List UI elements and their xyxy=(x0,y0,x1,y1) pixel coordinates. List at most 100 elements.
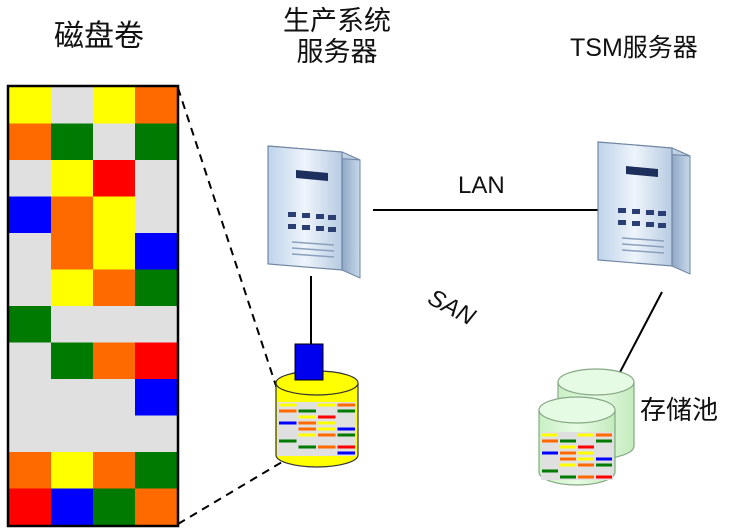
stripe-segment xyxy=(318,403,336,407)
stripe-segment xyxy=(298,409,316,413)
stripe-segment xyxy=(578,463,594,467)
volume-cell xyxy=(51,233,94,270)
stripe-segment xyxy=(298,433,316,437)
volume-cell xyxy=(93,160,136,197)
stripe-segment xyxy=(560,457,576,461)
volume-cell xyxy=(93,342,136,380)
volume-cell xyxy=(9,415,52,453)
stripe-segment xyxy=(578,451,594,455)
stripe-segment xyxy=(596,463,612,467)
storage-pool-icon xyxy=(538,368,635,486)
stripe-segment xyxy=(578,475,594,479)
production-disk-stripes xyxy=(278,402,356,456)
volume-cell xyxy=(135,233,178,270)
volume-cell xyxy=(135,488,178,526)
volume-cell xyxy=(135,306,178,343)
zoom-line-bottom xyxy=(177,461,283,525)
stripe-segment xyxy=(542,451,558,455)
volume-cell xyxy=(51,342,94,380)
volume-cell xyxy=(9,379,52,416)
volume-cell xyxy=(9,452,52,489)
volume-cell xyxy=(9,160,52,197)
production-server-label-line2: 服务器 xyxy=(296,37,378,69)
stripe-segment xyxy=(337,445,355,449)
san-link-tsm xyxy=(617,291,663,377)
production-server-icon xyxy=(267,145,361,279)
volume-cell xyxy=(93,488,136,526)
stripe-segment xyxy=(578,457,594,461)
stripe-segment xyxy=(542,469,558,473)
stripe-segment xyxy=(279,421,297,425)
lun-block xyxy=(294,343,324,381)
volume-cell xyxy=(93,87,136,124)
stripe-segment xyxy=(560,439,576,443)
disk-volume-label: 磁盘卷 xyxy=(54,19,144,54)
stripe-segment xyxy=(337,409,355,413)
volume-cell xyxy=(93,269,136,307)
disk-volume-grid xyxy=(9,87,178,526)
volume-cell xyxy=(9,342,52,380)
stripe-segment xyxy=(596,439,612,443)
volume-cell xyxy=(51,379,94,416)
stripe-segment xyxy=(318,433,336,437)
volume-cell xyxy=(135,160,178,197)
stripe-segment xyxy=(596,433,612,437)
stripe-segment xyxy=(279,439,297,443)
stripe-segment xyxy=(318,415,336,419)
stripe-segment xyxy=(596,475,612,479)
volume-cell xyxy=(93,415,136,453)
volume-cell xyxy=(9,306,52,343)
volume-cell xyxy=(135,196,178,234)
stripe-segment xyxy=(560,451,576,455)
volume-cell xyxy=(51,123,94,161)
tsm-server-label: TSM服务器 xyxy=(570,34,698,62)
volume-cell xyxy=(135,452,178,489)
volume-cell xyxy=(51,452,94,489)
storage-pool-stripes xyxy=(541,432,613,480)
production-server-label: 生产系统 服务器 xyxy=(262,6,412,68)
volume-cell xyxy=(93,233,136,270)
stripe-segment xyxy=(542,439,558,443)
stripe-segment xyxy=(560,445,576,449)
stripe-segment xyxy=(337,433,355,437)
volume-cell xyxy=(9,87,52,124)
volume-cell xyxy=(51,160,94,197)
stripe-segment xyxy=(596,457,612,461)
volume-cell xyxy=(51,488,94,526)
stripe-segment xyxy=(560,475,576,479)
volume-cell xyxy=(51,306,94,343)
volume-cell xyxy=(93,306,136,343)
volume-cell xyxy=(93,379,136,416)
stripe-segment xyxy=(279,403,297,407)
volume-cell xyxy=(135,379,178,416)
stripe-segment xyxy=(578,445,594,449)
lan-label: LAN xyxy=(458,172,505,199)
storage-pool-label: 存储池 xyxy=(640,396,719,426)
volume-cell xyxy=(135,123,178,161)
stripe-segment xyxy=(318,421,336,425)
stripe-segment xyxy=(318,427,336,431)
stripe-segment xyxy=(298,415,316,419)
volume-cell xyxy=(135,342,178,380)
volume-cell xyxy=(9,123,52,161)
volume-cell xyxy=(93,123,136,161)
volume-cell xyxy=(135,415,178,453)
volume-cell xyxy=(51,87,94,124)
zoom-line-top xyxy=(177,87,279,393)
stripe-segment xyxy=(337,427,355,431)
tsm-server-icon xyxy=(597,141,691,275)
volume-cell xyxy=(9,196,52,234)
stripe-segment xyxy=(578,433,594,437)
volume-cell xyxy=(135,87,178,124)
stripe-segment xyxy=(337,451,355,455)
production-disk-icon xyxy=(275,370,359,468)
volume-cell xyxy=(9,233,52,270)
volume-cell xyxy=(93,196,136,234)
volume-cell xyxy=(9,488,52,526)
volume-cell xyxy=(135,269,178,307)
stripe-segment xyxy=(542,433,558,437)
production-server-label-line1: 生产系统 xyxy=(283,6,391,37)
stripe-segment xyxy=(298,427,316,431)
stripe-segment xyxy=(318,445,336,449)
